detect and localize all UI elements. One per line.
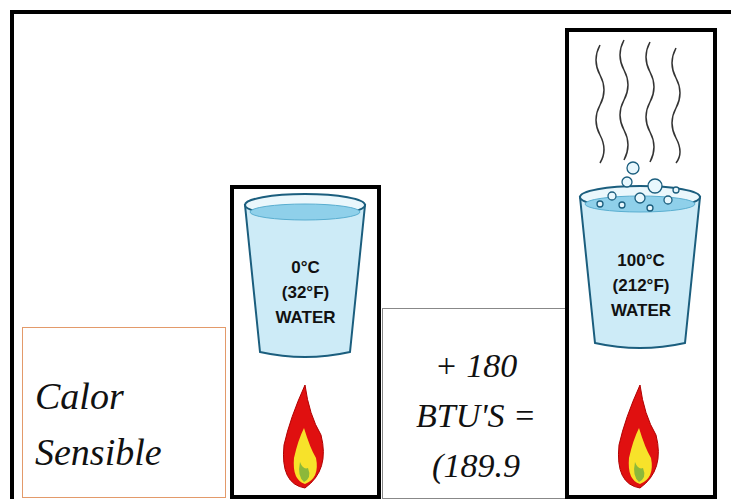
node-text: 0°C (32°F) WATER [269,255,343,330]
steam-lines [596,40,680,163]
beaker-boiling [580,186,700,348]
node-text: + 180 BTU'S = (189.9 [397,341,555,491]
beaker-cold [245,194,365,357]
node-text: Calor Sensible [35,368,220,480]
flame-right [618,385,658,488]
energy-box: + 180 BTU'S = (189.9 [382,308,568,499]
node-text: 100°C (212°F) WATER [603,248,679,323]
beaker-box: 100°C (212°F) WATER [565,28,717,499]
term-box: Calor Sensible [22,327,226,498]
flame-left [283,385,323,488]
bubbles [597,162,679,211]
beaker-box: 0°C (32°F) WATER [230,185,381,499]
